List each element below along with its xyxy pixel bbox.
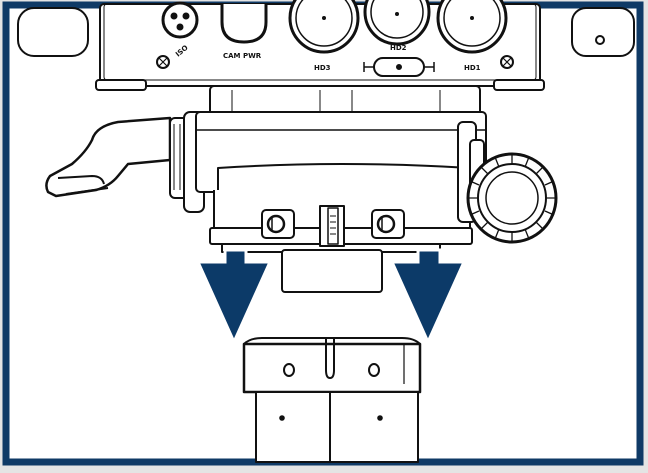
wing-lever xyxy=(45,111,205,213)
toggle-switch xyxy=(363,57,435,77)
hd1-label: HD1 xyxy=(464,64,481,72)
arrow-down-icon xyxy=(389,248,467,346)
screw-icon xyxy=(261,209,295,239)
knurled-knob xyxy=(457,121,558,244)
cam-pwr-label: CAM PWR xyxy=(223,52,262,60)
hd2-label: HD2 xyxy=(390,44,407,52)
cam-pwr-port xyxy=(220,4,268,44)
screw-icon xyxy=(371,209,405,239)
receiver-bracket xyxy=(242,337,422,463)
iso-port xyxy=(161,1,199,39)
hd1-port xyxy=(436,0,508,54)
right-bumper-screw xyxy=(595,35,605,45)
connector-panel xyxy=(99,0,541,87)
mount-body xyxy=(195,85,487,293)
left-bumper xyxy=(17,7,89,57)
hd3-port xyxy=(288,0,360,54)
arrow-down-icon xyxy=(195,248,273,346)
hd3-label: HD3 xyxy=(314,64,331,72)
right-bumper xyxy=(571,7,635,57)
